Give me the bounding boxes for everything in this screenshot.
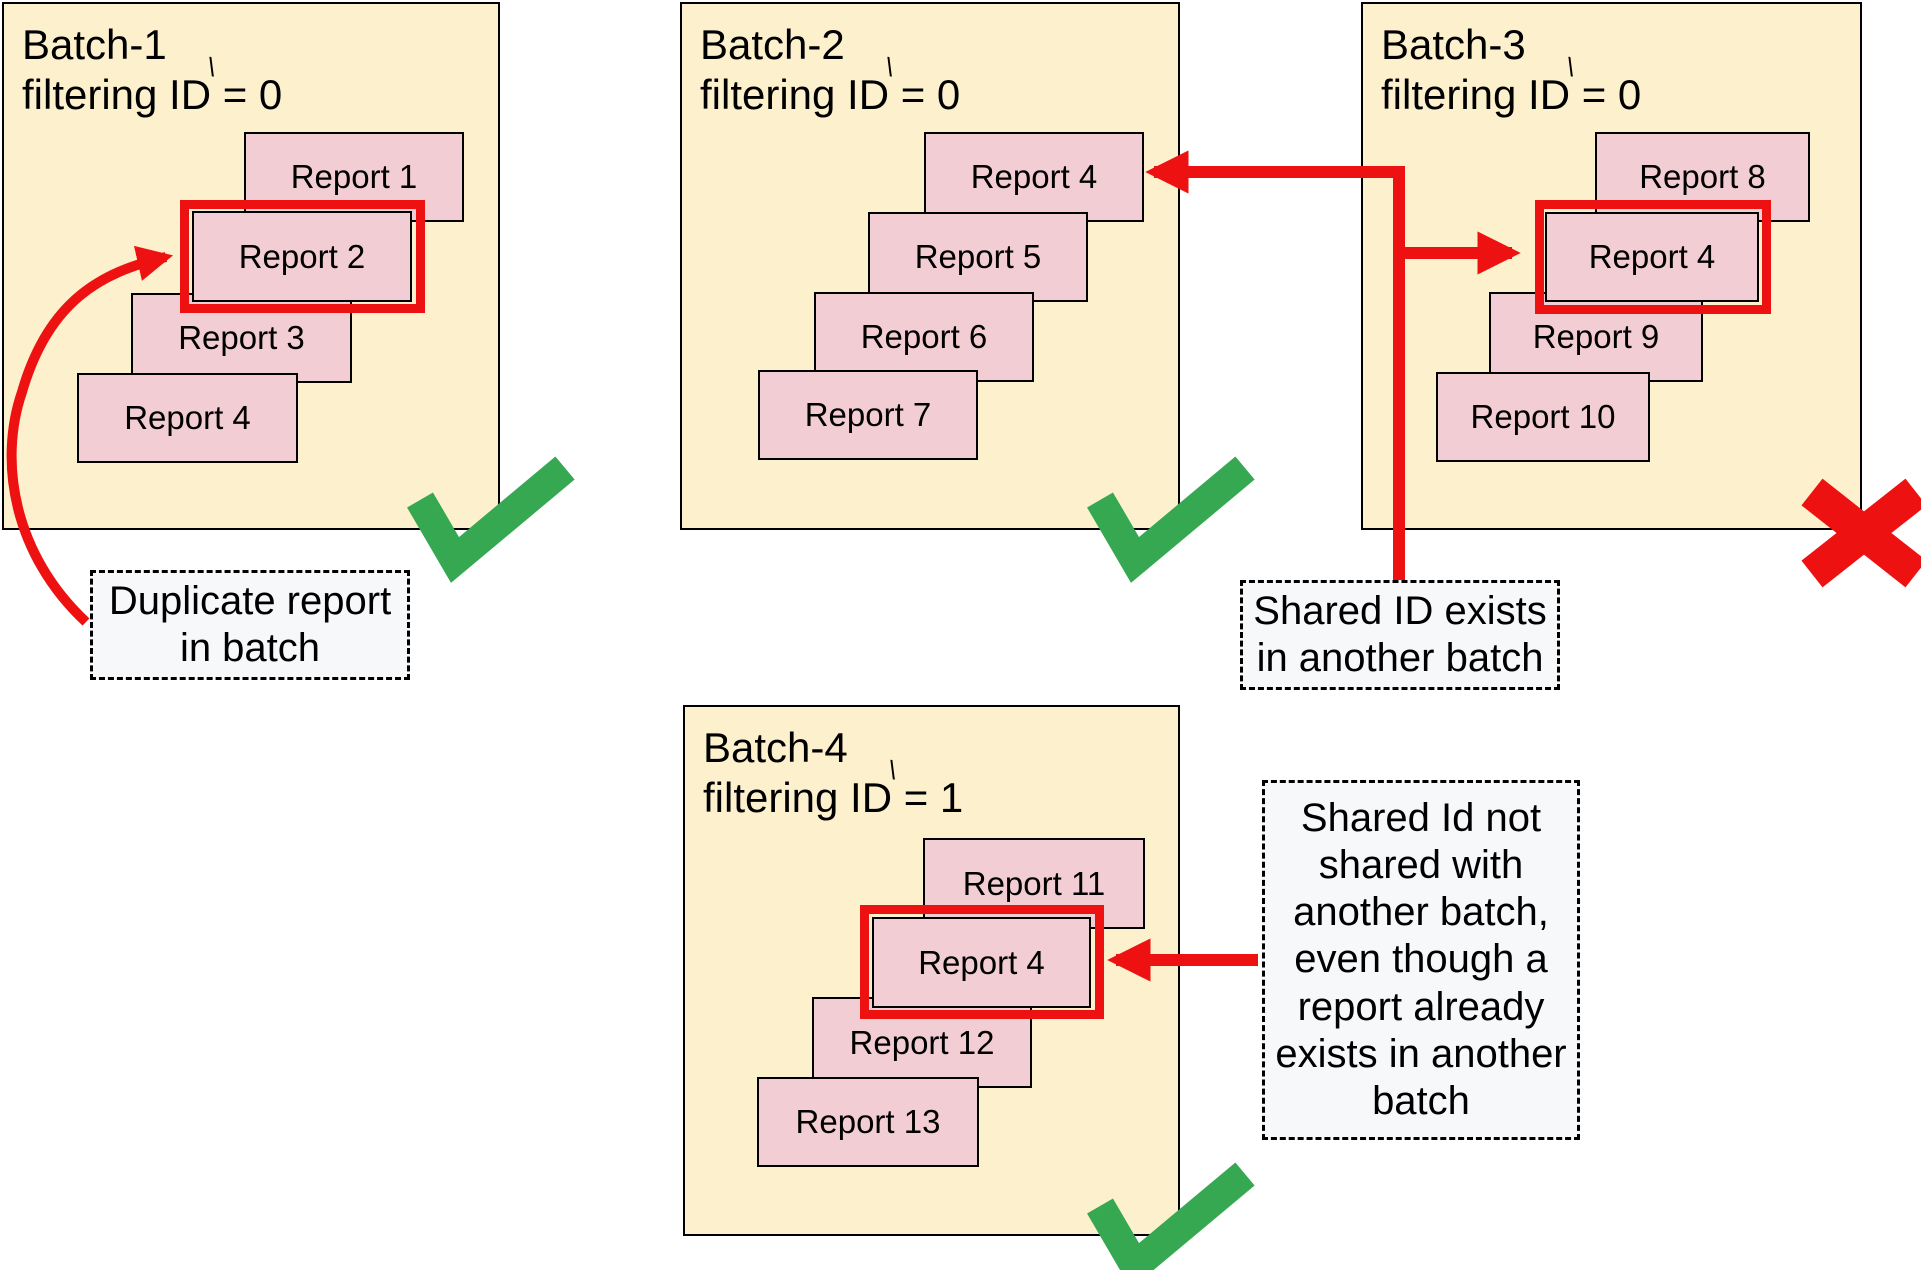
report-card-label: Report 10 (1470, 398, 1616, 435)
batch-title: Batch-1 filtering ID = 0 (22, 21, 283, 119)
report-card: Report 10 (1436, 372, 1650, 462)
report-card-label: Report 8 (1639, 158, 1766, 195)
batch-title: Batch-2 filtering ID = 0 (700, 21, 961, 119)
report-card: Report 6 (814, 292, 1034, 382)
report-card-label: Report 6 (860, 318, 988, 355)
report-card-label: Report 3 (178, 319, 305, 356)
report-card-label: Report 7 (804, 396, 932, 433)
batch-title: Batch-4 filtering ID = 1 (703, 724, 964, 822)
report-card: Report 4 (924, 132, 1144, 222)
report-card-label: Report 13 (795, 1103, 941, 1140)
highlight-frame (1535, 200, 1771, 314)
note-shared-id-exists: Shared ID exists in another batch (1240, 580, 1560, 690)
report-card: Report 4 (872, 917, 1091, 1008)
report-card-label: Report 4 (918, 943, 1045, 981)
report-card: Report 7 (758, 370, 978, 460)
report-card-label: Report 9 (1532, 318, 1660, 355)
note-duplicate-report: Duplicate report in batch (90, 570, 410, 680)
report-card-label: Report 4 (1588, 238, 1716, 275)
report-card-label: Report 1 (290, 158, 418, 195)
report-card-label: Report 4 (124, 399, 251, 436)
report-card: Report 13 (757, 1077, 979, 1167)
note-shared-id-not-shared: Shared Id not shared with another batch,… (1262, 780, 1580, 1140)
report-card-label: Report 2 (238, 237, 366, 275)
batch-title: Batch-3 filtering ID = 0 (1381, 21, 1642, 119)
report-card-label: Report 12 (849, 1023, 995, 1061)
report-card-label: Report 5 (914, 238, 1042, 275)
highlight-frame (180, 200, 425, 313)
report-card: Report 2 (192, 211, 412, 302)
report-card: Report 4 (77, 373, 298, 463)
report-card-label: Report 4 (970, 158, 1098, 195)
report-card-label: Report 11 (962, 864, 1106, 902)
report-card: Report 5 (868, 212, 1088, 302)
highlight-frame (860, 905, 1104, 1019)
report-card: Report 4 (1545, 212, 1759, 302)
